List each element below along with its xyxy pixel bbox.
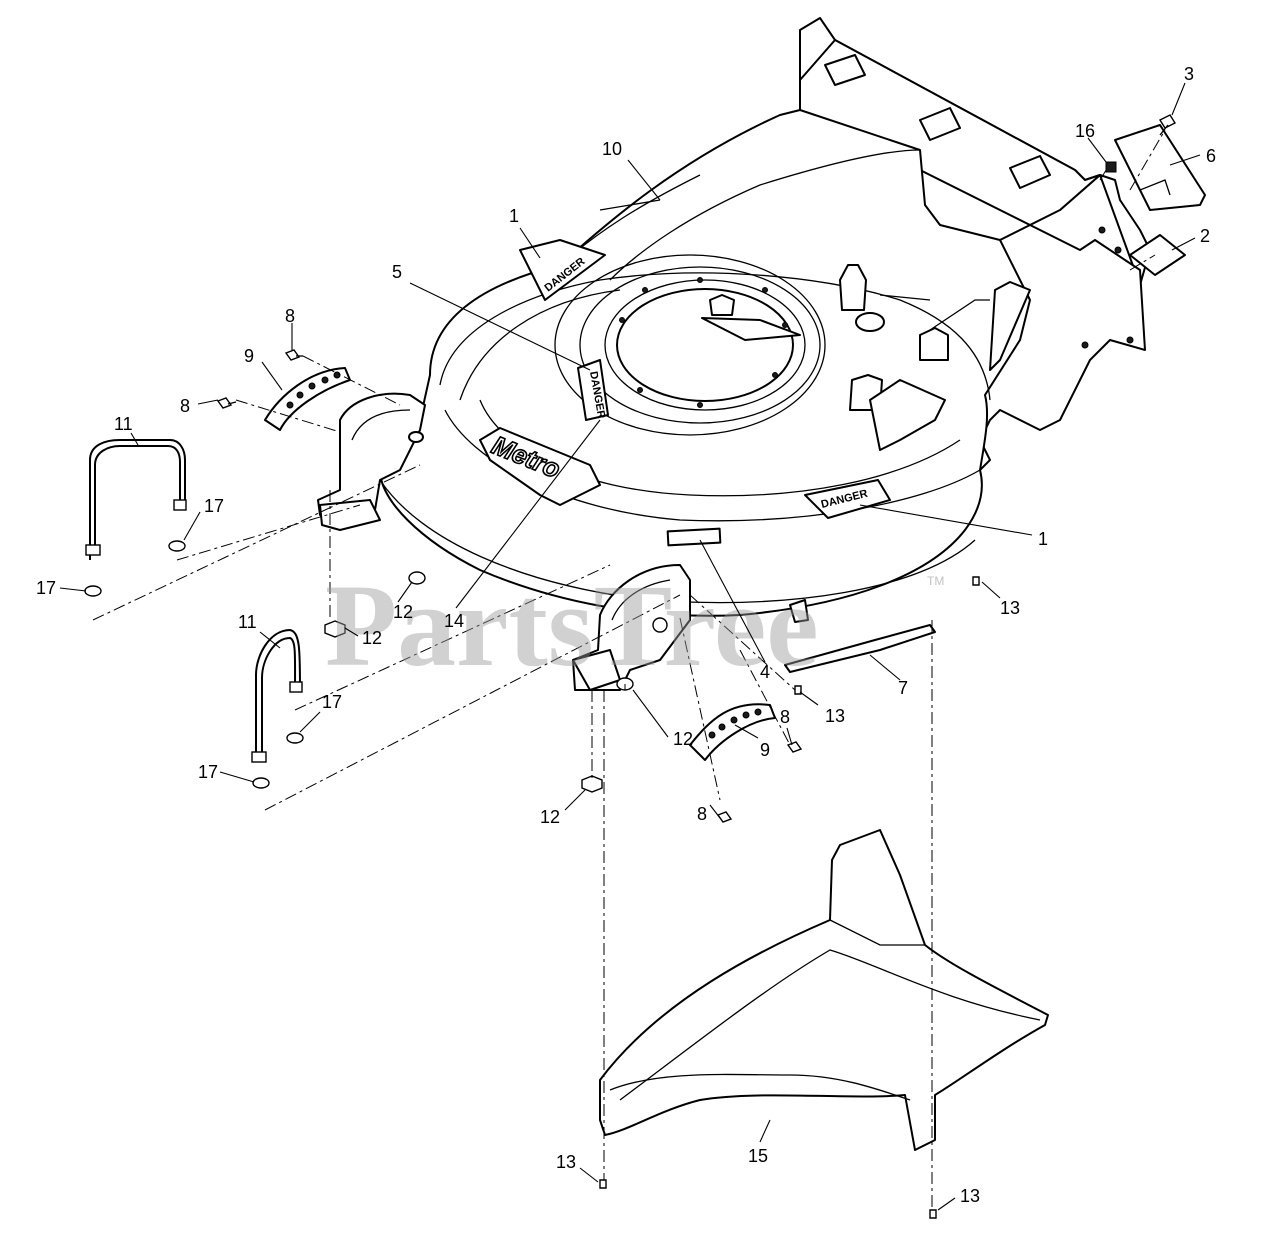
- callout-13-c: 13: [556, 1152, 576, 1172]
- callout-11-lower: 11: [238, 612, 257, 632]
- rear-cover-plate-6: [1114, 124, 1206, 211]
- callouts: 1 1 2 3 4 5 6 7 8 8 8 8 9 9 10 11 11 12 …: [36, 64, 1216, 1206]
- mower-deck-housing: [379, 17, 1151, 617]
- height-adjuster-plate-left: [264, 367, 351, 431]
- callout-2: 2: [1200, 226, 1210, 246]
- callout-9-left: 9: [244, 346, 254, 366]
- callout-7: 7: [898, 678, 908, 698]
- left-height-bracket: [317, 392, 426, 531]
- callout-8-b: 8: [180, 396, 190, 416]
- danger-decal-chute: DANGER: [577, 359, 609, 421]
- callout-9-right: 9: [760, 740, 770, 760]
- label-decal-4: [666, 527, 722, 547]
- callout-13-b: 13: [825, 706, 845, 726]
- callout-17-b: 17: [204, 496, 224, 516]
- hardware: [84, 114, 1177, 1219]
- callout-6: 6: [1206, 146, 1216, 166]
- svg-text:PartsTree: PartsTree: [325, 560, 819, 691]
- callout-4: 4: [760, 662, 770, 682]
- callout-12-c: 12: [673, 729, 693, 749]
- callout-13-a: 13: [1000, 598, 1020, 618]
- side-trim-7: [784, 599, 936, 673]
- callout-17-a: 17: [36, 578, 56, 598]
- clip-16: [1105, 161, 1117, 173]
- callout-11-upper: 11: [114, 414, 133, 434]
- callout-8-d: 8: [697, 804, 707, 824]
- svg-text:TM: TM: [927, 574, 944, 588]
- callout-14: 14: [444, 611, 464, 631]
- assembly-lines: [92, 129, 1166, 1210]
- callout-17-d: 17: [198, 762, 218, 782]
- rear-deflector-15: [599, 829, 1049, 1151]
- watermark: PartsTree TM: [325, 560, 944, 691]
- callout-12-a: 12: [393, 602, 413, 622]
- axle-rod-lower: [251, 629, 303, 763]
- callout-1-right: 1: [1038, 529, 1048, 549]
- callout-5: 5: [392, 262, 402, 282]
- callout-15: 15: [748, 1146, 768, 1166]
- callout-12-d: 12: [540, 807, 560, 827]
- danger-decal-right: DANGER: [804, 479, 891, 519]
- callout-12-b: 12: [362, 628, 382, 648]
- callout-16: 16: [1075, 121, 1095, 141]
- axle-rod-upper: [85, 439, 187, 560]
- callout-1-top: 1: [509, 206, 519, 226]
- decal-2: [1129, 234, 1186, 276]
- callout-8-c: 8: [780, 707, 790, 727]
- callout-13-d: 13: [960, 1186, 980, 1206]
- callout-10: 10: [602, 139, 622, 159]
- callout-17-c: 17: [322, 692, 342, 712]
- callout-3: 3: [1184, 64, 1194, 84]
- danger-decal-top: DANGER: [519, 239, 606, 301]
- right-height-bracket: [572, 564, 691, 691]
- callout-8-a: 8: [285, 306, 295, 326]
- leader-lines: [59, 82, 1201, 1211]
